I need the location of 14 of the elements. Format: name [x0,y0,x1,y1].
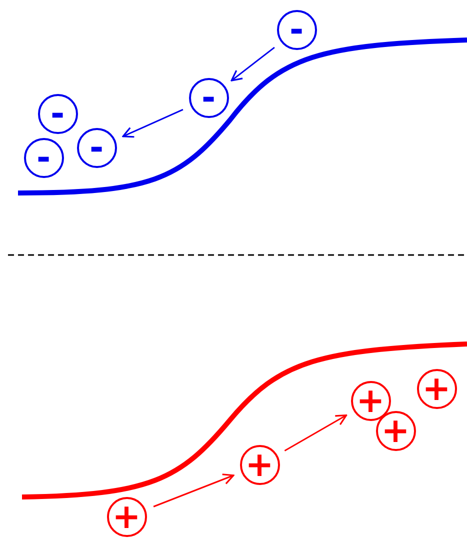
arrow [284,414,348,452]
charge-circle: + [416,368,456,408]
arrow [153,474,234,508]
charge-circle: - [76,128,116,168]
charge-circle: + [376,410,416,450]
arrow [230,46,275,82]
charge-circle: - [38,94,78,134]
charge-circle: - [24,138,64,178]
charge-circle: + [350,380,390,420]
arrow [122,108,184,138]
charge-circle: - [276,10,316,50]
charge-circle: + [106,496,146,536]
charge-circle: - [188,78,228,118]
charge-circle: + [240,444,280,484]
